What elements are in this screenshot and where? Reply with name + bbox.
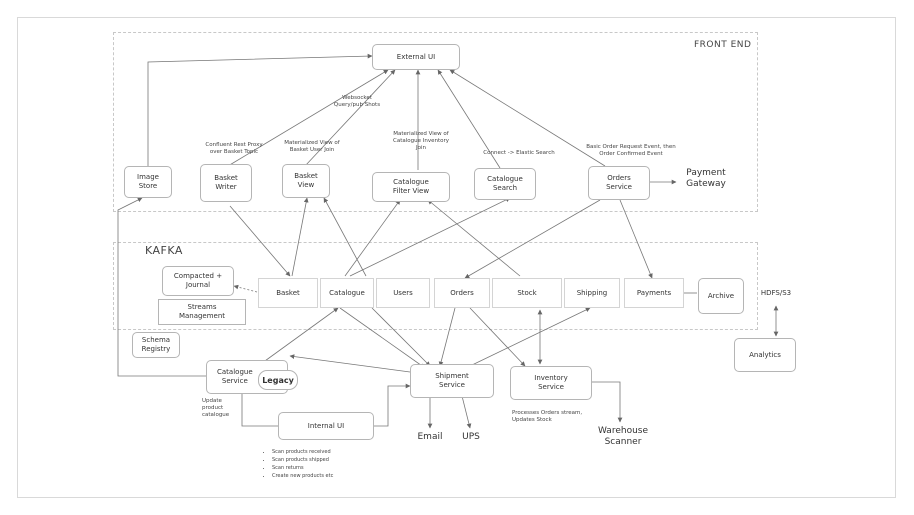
catalogue-search-note: Connect -> Elastic Search — [483, 150, 555, 156]
stream-management-node[interactable]: Streams Management — [158, 299, 246, 325]
edge-shipment-catsvc — [289, 354, 411, 373]
archive-node[interactable]: Archive — [698, 278, 744, 314]
edge-basketwriter-externalui — [227, 69, 389, 167]
compacted-journal-node[interactable]: Compacted + Journal — [162, 266, 234, 296]
internal-ui-node[interactable]: Internal UI — [278, 412, 374, 440]
edge-orders-inventory — [469, 307, 526, 367]
edge-stock-catfilter — [427, 199, 521, 277]
edge-orders-shipment — [438, 307, 456, 367]
orders-service-node[interactable]: Orders Service — [588, 166, 650, 200]
orders-note: Basic Order Request Event, then Order Co… — [586, 144, 676, 157]
shipment-service-node[interactable]: Shipment Service — [410, 364, 494, 398]
edge-basketwriter-basket — [229, 205, 291, 277]
inventory-service-node[interactable]: Inventory Service — [510, 366, 592, 400]
edge-users-basketview — [323, 197, 367, 277]
topic-stock[interactable]: Stock — [492, 278, 562, 308]
topic-payments[interactable]: Payments — [624, 278, 684, 308]
edge-internalui-shipment — [374, 383, 411, 427]
edge-orderssvc-payments — [619, 199, 653, 279]
websocket-note: Websocket Query/pub Shots — [333, 95, 381, 108]
edge-orders-externalui — [449, 69, 606, 167]
edge-shipment-shipping — [469, 307, 591, 367]
catalogue-filter-view-node[interactable]: Catalogue Filter View — [372, 172, 450, 202]
email-label: Email — [417, 432, 443, 442]
edge-orderssvc-orders — [464, 199, 601, 279]
kafka-region — [113, 242, 758, 330]
edge-catsearch-externalui — [437, 69, 501, 169]
bullet-item: Create new products etc — [272, 472, 333, 480]
edge-catalogue-shipment — [339, 307, 426, 369]
edge-catalogue-catsearch — [349, 197, 511, 277]
basket-view-node[interactable]: Basket View — [282, 164, 330, 198]
inventory-note: Processes Orders stream, Updates Stock — [512, 410, 583, 423]
topic-shipping[interactable]: Shipping — [564, 278, 620, 308]
bullet-item: Scan products shipped — [272, 456, 333, 464]
catalogue-service-note: Update product catalogue — [202, 398, 230, 418]
edge-users-shipment — [371, 307, 431, 367]
legacy-node[interactable]: Legacy — [258, 370, 298, 390]
catalogue-search-node[interactable]: Catalogue Search — [474, 168, 536, 200]
front-end-label: FRONT END — [694, 40, 752, 50]
topic-catalogue[interactable]: Catalogue — [320, 278, 374, 308]
edge-catsvc-catalogue — [257, 307, 339, 367]
edge-basketview-externalui — [304, 69, 396, 167]
basket-view-note: Materialized View of Basket User Join — [284, 140, 340, 153]
bullet-item: Scan returns — [272, 464, 333, 472]
basket-writer-node[interactable]: Basket Writer — [200, 164, 252, 202]
edge-internalui-catsvc — [241, 394, 278, 427]
ups-label: UPS — [462, 432, 480, 442]
bullet-item: Scan products received — [272, 448, 333, 456]
edge-catalogue-catfilter — [344, 199, 401, 277]
edge-shipment-ups — [461, 395, 472, 429]
topic-users[interactable]: Users — [376, 278, 430, 308]
topic-basket[interactable]: Basket — [258, 278, 318, 308]
internal-ui-bullet-list: Scan products received Scan products shi… — [264, 448, 333, 480]
kafka-label: KAFKA — [145, 244, 183, 257]
schema-registry-node[interactable]: Schema Registry — [132, 332, 180, 358]
hdfs-s3-label: HDFS/S3 — [760, 289, 792, 297]
image-store-node[interactable]: Image Store — [124, 166, 172, 198]
edge-imagestore-externalui — [147, 53, 373, 168]
edge-basket-compacted — [233, 284, 258, 293]
topic-orders[interactable]: Orders — [434, 278, 490, 308]
basket-writer-note: Confluent Rest Proxy over Basket Topic — [205, 142, 263, 155]
external-ui-node[interactable]: External UI — [372, 44, 460, 70]
front-end-region — [113, 32, 758, 212]
analytics-node[interactable]: Analytics — [734, 338, 796, 372]
edge-inventory-warehouse — [592, 381, 623, 423]
catalogue-filter-note: Materialized View of Catalogue Inventory… — [392, 131, 449, 151]
payment-gateway-label: Payment Gateway — [686, 168, 726, 189]
edge-catsvc-imagestore — [117, 197, 206, 377]
warehouse-scanner-label: Warehouse Scanner — [597, 426, 649, 447]
diagram-frame — [17, 17, 896, 498]
edge-basket-basketview — [291, 197, 309, 277]
